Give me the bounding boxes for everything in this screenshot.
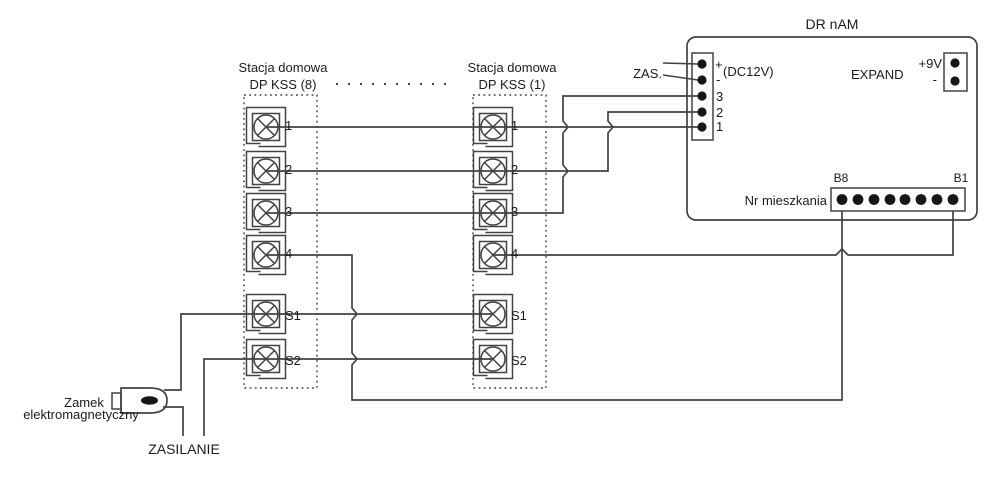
pin-plus-dot — [697, 59, 707, 69]
wire-s1-to-lock — [164, 313, 493, 391]
module-power-terminal-block — [691, 52, 714, 141]
strip-dot-b1 — [947, 194, 959, 205]
strip-dot-b3 — [915, 194, 927, 205]
module-title: DR nAM — [806, 16, 859, 32]
terminal-station8-S1: S1 — [245, 293, 301, 335]
pin-minus-label: - — [716, 72, 720, 87]
power-supply-label: ZASILANIE — [148, 441, 220, 457]
b8-label: B8 — [834, 171, 849, 185]
terminal-station8-S2: S2 — [245, 338, 301, 380]
apartment-number-label: Nr mieszkania — [745, 193, 828, 208]
terminal-station1-1: 1 — [472, 106, 518, 148]
terminal-station1-S1: S1 — [472, 293, 527, 335]
lock-label-line1: Zamek — [64, 395, 104, 410]
wire-line3 — [266, 95, 702, 214]
dc12v-label: (DC12V) — [723, 64, 774, 79]
lock-body — [120, 387, 168, 414]
terminal-station8-2: 2 — [245, 150, 292, 192]
station-8-title-line1: Stacja domowa — [239, 60, 329, 75]
lock-label-line2: elektromagnetyczny — [23, 407, 139, 422]
terminal-label: S1 — [511, 308, 527, 323]
station-1-dotted-border — [472, 94, 547, 389]
terminal-station1-2: 2 — [472, 150, 518, 192]
module-box — [686, 36, 978, 221]
wire-line2 — [266, 111, 702, 172]
terminal-station1-3: 3 — [472, 192, 518, 234]
pin-2-dot — [697, 107, 707, 117]
terminal-label: 1 — [511, 118, 518, 133]
terminal-label: 4 — [511, 246, 518, 261]
pin-3-label: 3 — [716, 89, 723, 104]
wire-s2-to-power — [203, 358, 493, 436]
terminal-label: 1 — [285, 118, 292, 133]
pin-1-label: 1 — [716, 119, 723, 134]
strip-dot-b4 — [899, 194, 911, 205]
expand-minus-label: - — [933, 72, 937, 87]
strip-dot-b6 — [868, 194, 880, 205]
terminal-label: 2 — [285, 162, 292, 177]
terminal-station8-3: 3 — [245, 192, 292, 234]
wire-t4-station8-to-B8 — [266, 211, 843, 401]
strip-dot-b5 — [884, 194, 896, 205]
b1-label: B1 — [954, 171, 969, 185]
pin-2-label: 2 — [716, 105, 723, 120]
terminal-label: S2 — [511, 353, 527, 368]
strip-dot-b2 — [931, 194, 943, 205]
station-1-title-line1: Stacja domowa — [468, 60, 558, 75]
expand-terminal-block — [943, 52, 968, 92]
zas-label: ZAS. — [633, 66, 662, 81]
expand-minus-dot — [950, 76, 960, 86]
expand-plus9v-label: +9V — [919, 56, 943, 71]
terminal-label: 4 — [285, 246, 292, 261]
lock-armature-icon — [141, 396, 158, 405]
pin-plus-label: + — [715, 57, 723, 72]
expand-label: EXPAND — [851, 67, 904, 82]
strip-dot-b8 — [836, 194, 848, 205]
pin-1-dot — [697, 122, 707, 132]
station-8-dotted-border — [243, 94, 318, 389]
terminal-label: S2 — [285, 353, 301, 368]
station-8-title-line2: DP KSS (8) — [250, 77, 317, 92]
station-1-title-line2: DP KSS (1) — [479, 77, 546, 92]
terminal-station8-1: 1 — [245, 106, 292, 148]
terminal-label: 3 — [285, 204, 292, 219]
apartment-number-strip — [830, 187, 966, 212]
terminal-station1-S2: S2 — [472, 338, 527, 380]
terminal-label: S1 — [285, 308, 301, 323]
pin-minus-dot — [697, 75, 707, 85]
wire-lock-to-power — [163, 406, 184, 436]
strip-dot-b7 — [852, 194, 864, 205]
terminal-station1-4: 4 — [472, 234, 518, 276]
pin-3-dot — [697, 91, 707, 101]
terminal-label: 2 — [511, 162, 518, 177]
terminal-label: 3 — [511, 204, 518, 219]
terminal-station8-4: 4 — [245, 234, 292, 276]
wire-t4-station1-to-B1 — [493, 211, 954, 256]
expand-plus9v-dot — [950, 58, 960, 68]
